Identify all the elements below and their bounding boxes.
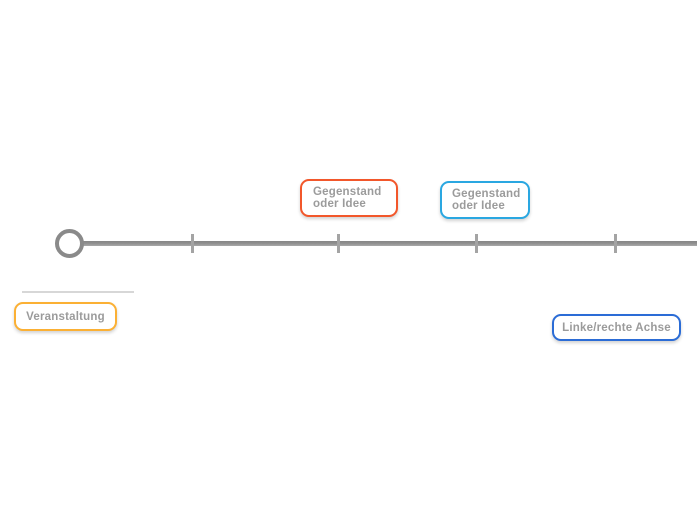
topic-label: Gegenstand oder Idee [452, 188, 521, 212]
timeline-tick [191, 234, 194, 253]
topic-left-right-axis[interactable]: Linke/rechte Achse [552, 314, 681, 341]
ghost-line [22, 291, 134, 293]
topic-label: Gegenstand oder Idee [313, 186, 382, 210]
topic-idea-blue[interactable]: Gegenstand oder Idee [440, 181, 530, 219]
topic-idea-red[interactable]: Gegenstand oder Idee [300, 179, 398, 217]
topic-label: Linke/rechte Achse [562, 321, 671, 334]
timeline-tick [337, 234, 340, 253]
topic-event[interactable]: Veranstaltung [14, 302, 117, 331]
timeline-tick [614, 234, 617, 253]
topic-label: Veranstaltung [26, 310, 105, 323]
timeline-tick [475, 234, 478, 253]
timeline-axis[interactable] [83, 241, 697, 246]
timeline-start-circle[interactable] [55, 229, 84, 258]
